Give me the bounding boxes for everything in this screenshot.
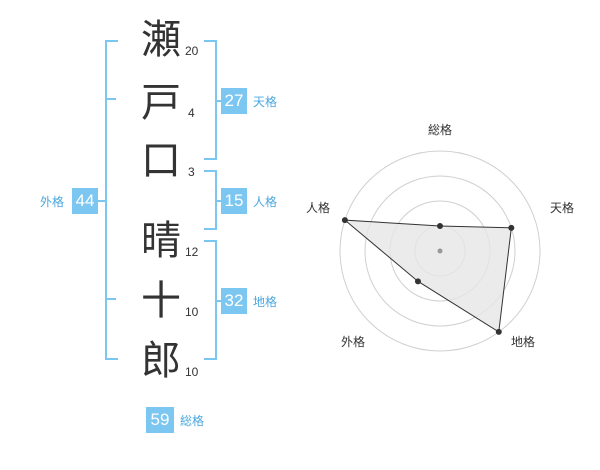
- name-char-2: 戸: [141, 80, 181, 126]
- stroke-count-6: 10: [185, 365, 199, 379]
- radar-label-jinkaku: 人格: [306, 201, 331, 215]
- radar-label-gaikaku: 外格: [341, 335, 366, 349]
- name-char-5: 十: [141, 278, 181, 324]
- soukaku-label: 総格: [180, 414, 205, 428]
- name-char-6: 郎: [141, 338, 181, 384]
- name-char-3: 口: [141, 138, 181, 184]
- name-char-1: 瀬: [141, 17, 181, 63]
- gaikaku-label: 外格: [40, 195, 65, 209]
- gaikaku-value-badge: 44: [72, 188, 98, 214]
- chikaku-label: 地格: [253, 295, 278, 309]
- radar-label-tenkaku: 天格: [550, 201, 575, 215]
- radar-center: [437, 248, 443, 254]
- radar-label-soukaku: 総格: [428, 123, 453, 137]
- stroke-count-4: 12: [185, 245, 199, 259]
- radar-ring-3: [364, 175, 516, 327]
- stroke-count-3: 3: [188, 165, 195, 179]
- radar-area: [343, 219, 512, 333]
- radar-point-gaikaku: [414, 278, 421, 285]
- soukaku-value-badge: 59: [146, 407, 174, 433]
- radar-point-tenkaku: [508, 224, 515, 231]
- radar-point-jinkaku: [341, 217, 348, 224]
- radar-point-chikaku: [495, 328, 502, 335]
- radar-point-soukaku: [437, 223, 443, 229]
- stroke-count-2: 4: [188, 106, 195, 120]
- jinkaku-value-badge: 15: [221, 188, 247, 214]
- stroke-count-1: 20: [185, 44, 199, 58]
- radar-label-chikaku: 地格: [511, 335, 536, 349]
- stroke-count-5: 10: [185, 305, 199, 319]
- tenkaku-value-badge: 27: [221, 88, 247, 114]
- name-char-4: 晴: [141, 218, 181, 264]
- radar-ring-4: [339, 150, 541, 352]
- chikaku-value-badge: 32: [221, 288, 247, 314]
- tenkaku-label: 天格: [253, 95, 278, 109]
- jinkaku-label: 人格: [253, 195, 278, 209]
